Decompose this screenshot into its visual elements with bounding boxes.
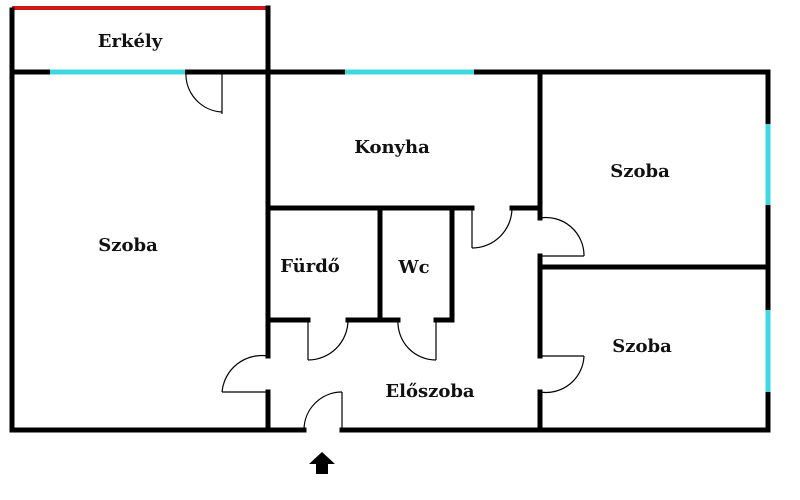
interior-walls xyxy=(265,69,771,433)
door-balcony xyxy=(185,71,223,114)
door-bathroom xyxy=(307,319,349,361)
room-label-bathroom: Fürdő xyxy=(280,256,340,277)
door-entrance xyxy=(303,391,343,431)
room-label-hallway: Előszoba xyxy=(385,381,475,402)
door-room-upper-right xyxy=(539,216,585,257)
room-label-living-room: Szoba xyxy=(98,235,158,256)
room-label-kitchen: Konyha xyxy=(354,137,430,158)
door-living-room xyxy=(221,354,269,393)
room-label-room-upper-right: Szoba xyxy=(610,161,670,182)
room-label-balcony: Erkély xyxy=(98,31,163,52)
entrance-arrow-icon xyxy=(309,452,335,474)
room-label-room-lower-right: Szoba xyxy=(612,336,672,357)
windows xyxy=(50,69,771,392)
door-room-lower-right xyxy=(539,355,585,394)
room-label-toilet: Wc xyxy=(397,257,429,278)
door-hallway-to-kitchen xyxy=(471,207,513,249)
door-toilet xyxy=(397,319,437,361)
